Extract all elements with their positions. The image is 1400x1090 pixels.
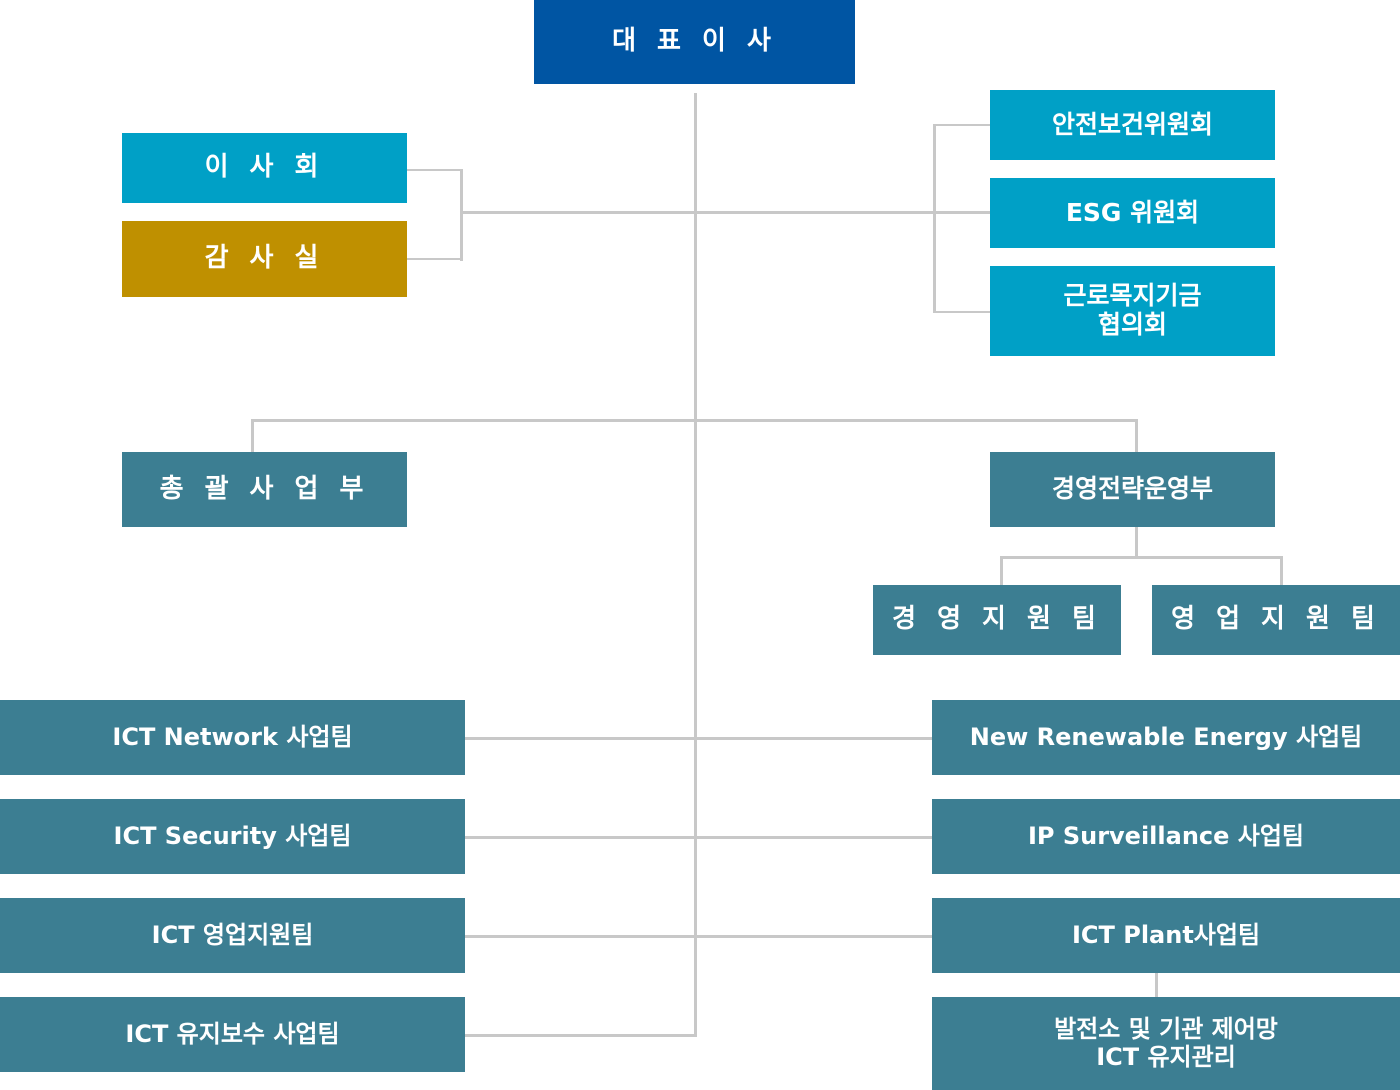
left-division-drop [251,419,254,453]
audit-office-box: 감 사 실 [122,221,407,297]
audit-label: 감 사 실 [204,243,325,274]
welfare-council-label: 근로목지기금 협의회 [1063,281,1202,339]
strategy-division-label: 경영전략운영부 [1051,474,1213,504]
safety-committee-label: 안전보건위원회 [1051,109,1213,139]
division-horizontal-line [251,419,1138,422]
board-of-directors-box: 이 사 회 [122,133,407,203]
board-label: 이 사 회 [204,152,325,183]
general-business-division-box: 총 괄 사 업 부 [122,452,407,527]
ict-maintenance-team-box: ICT 유지보수 사업팀 [0,997,465,1072]
subteam-left-drop [1000,556,1003,586]
ict-network-team-box: ICT Network 사업팀 [0,700,465,775]
team-label: ICT Security 사업팀 [113,821,352,850]
ceo-label: 대 표 이 사 [612,26,777,57]
team-label: IP Surveillance 사업팀 [1027,821,1305,850]
team-label: ICT Network 사업팀 [112,722,353,751]
welfare-committee-connector [933,311,991,313]
management-support-team-box: 경 영 지 원 팀 [873,585,1121,655]
right-committee-bracket-vertical [933,124,936,313]
welfare-fund-council-box: 근로목지기금 협의회 [990,266,1275,356]
team-label: ICT 영업지원팀 [151,920,314,949]
subteam-horizontal-line [1000,556,1283,559]
subteam-right-drop [1280,556,1283,586]
power-plant-ict-maintenance-box: 발전소 및 기관 제어망 ICT 유지관리 [932,997,1400,1090]
esg-committee-box: ESG 위원회 [990,178,1275,248]
board-connector [406,169,462,171]
ict-plant-team-box: ICT Plant사업팀 [932,898,1400,973]
management-support-label: 경 영 지 원 팀 [892,604,1102,635]
general-division-label: 총 괄 사 업 부 [159,473,370,504]
safety-health-committee-box: 안전보건위원회 [990,90,1275,160]
main-trunk-line [694,93,697,1037]
team-label: ICT 유지보수 사업팀 [125,1019,340,1048]
plant-to-maintenance-connector [1155,972,1158,997]
team-label: 발전소 및 기관 제어망 ICT 유지관리 [1054,1014,1278,1071]
team-row-2-connector [464,836,932,839]
ict-sales-support-team-box: ICT 영업지원팀 [0,898,465,973]
new-renewable-energy-team-box: New Renewable Energy 사업팀 [932,700,1400,775]
esg-committee-label: ESG 위원회 [1065,197,1200,227]
management-strategy-division-box: 경영전략운영부 [990,452,1275,527]
audit-connector [406,258,462,260]
team-row-3-connector [464,935,932,938]
team-label: New Renewable Energy 사업팀 [969,722,1363,751]
ceo-box: 대 표 이 사 [534,0,855,84]
team-row-1-connector [464,737,932,740]
ip-surveillance-team-box: IP Surveillance 사업팀 [932,799,1400,874]
left-committee-bracket-vertical [460,169,463,261]
team-row-4-connector [464,1034,697,1037]
right-division-drop [1135,419,1138,453]
strategy-subteam-drop [1135,526,1138,558]
committee-horizontal-line [461,211,991,214]
ict-security-team-box: ICT Security 사업팀 [0,799,465,874]
safety-committee-connector [933,124,991,126]
team-label: ICT Plant사업팀 [1071,920,1261,949]
sales-support-label: 영 업 지 원 팀 [1171,604,1381,635]
sales-support-team-box: 영 업 지 원 팀 [1152,585,1400,655]
